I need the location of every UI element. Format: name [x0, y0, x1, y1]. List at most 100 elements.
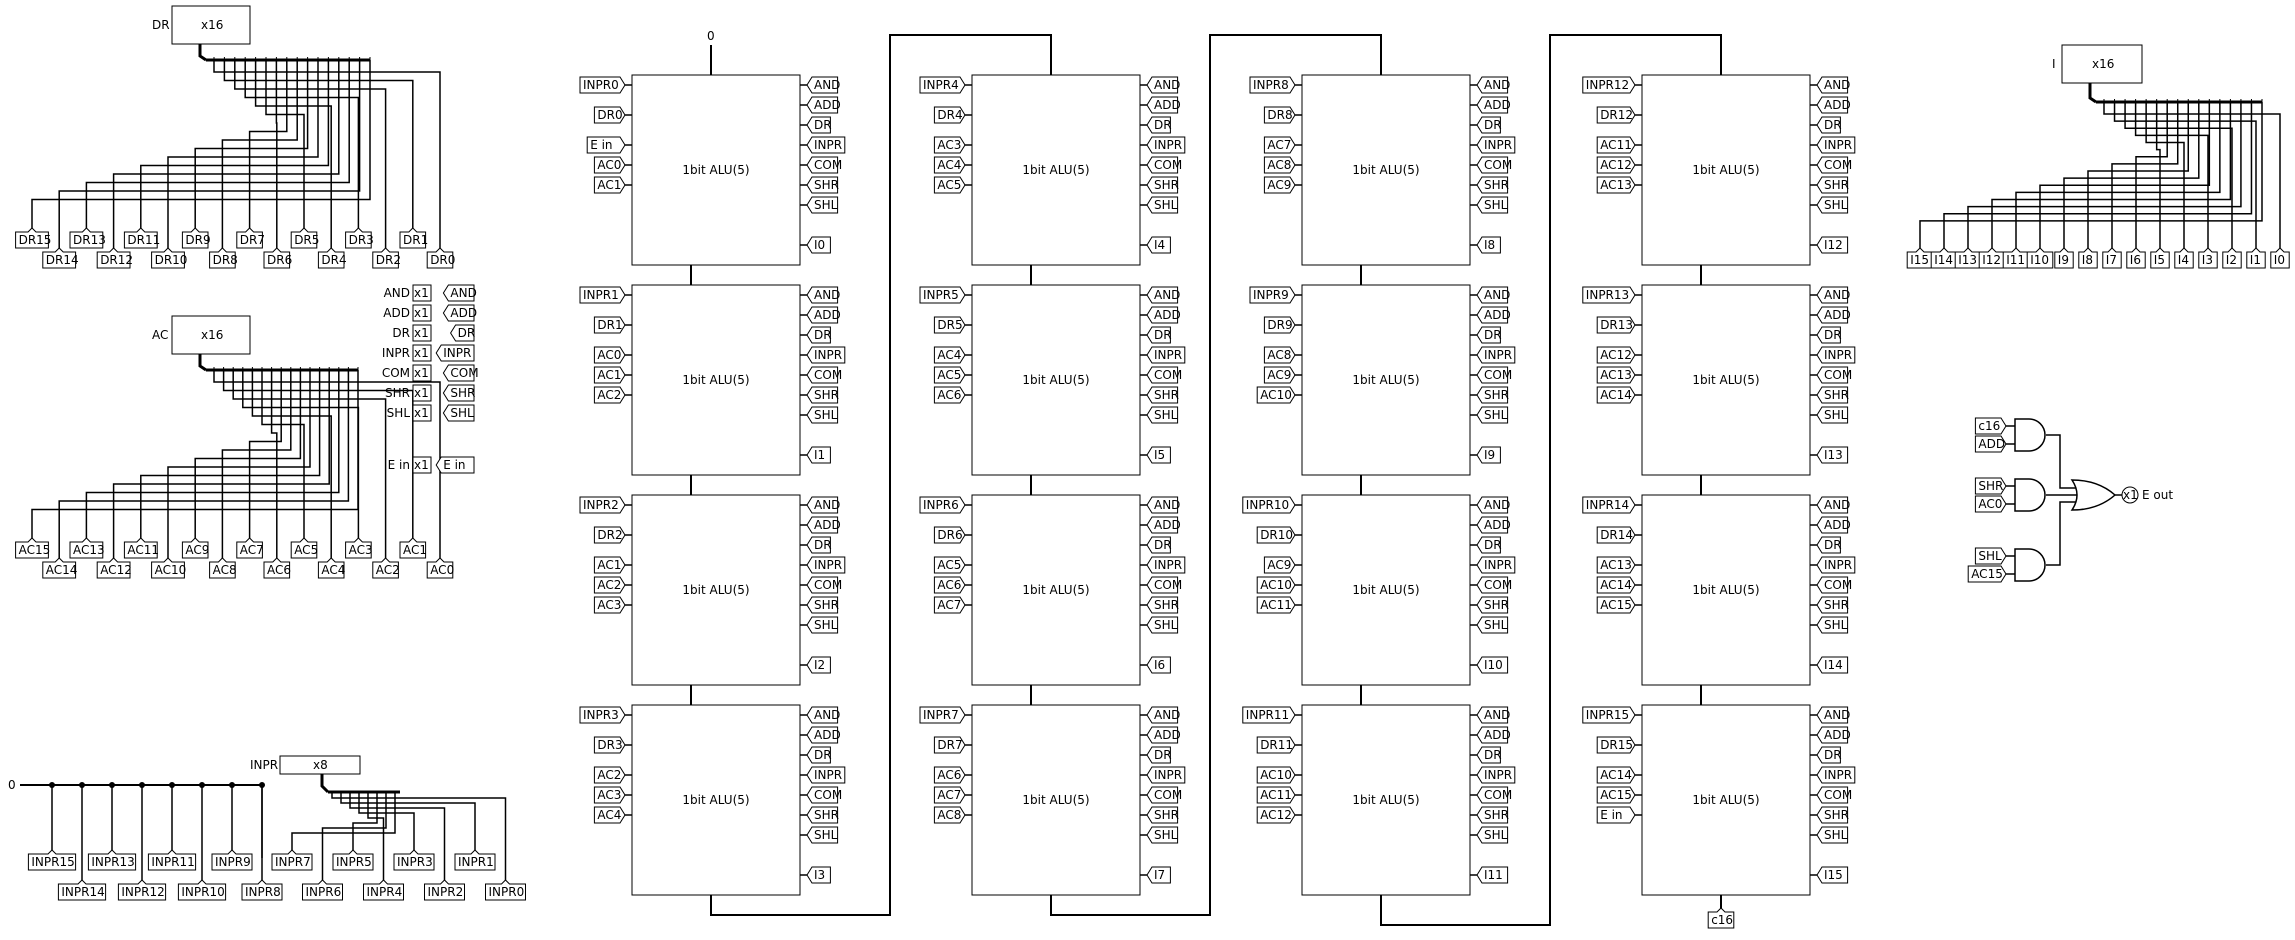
- tunnel-shape: [593, 576, 626, 594]
- tunnel-shape: [1476, 726, 1509, 744]
- wire: [2155, 102, 2161, 248]
- alu-block-label: 1bit ALU(5): [1352, 793, 1419, 807]
- tunnel-shape: [1596, 526, 1636, 544]
- output-tag: DR10: [151, 247, 187, 269]
- output-port-label: SHR: [814, 178, 839, 192]
- tunnel-shape: [919, 76, 966, 94]
- alu-block-label: 1bit ALU(5): [1692, 583, 1759, 597]
- tunnel-shape: [2054, 247, 2074, 269]
- pin-box: [412, 404, 432, 422]
- alu-block: [1641, 494, 1811, 686]
- input-tunnel-label: DR11: [1260, 738, 1293, 752]
- output-port-label: AND: [814, 288, 840, 302]
- tunnel-shape: [151, 557, 185, 579]
- output-port-label: AND: [814, 498, 840, 512]
- gate-input-label: AC0: [1978, 497, 2002, 511]
- output-port-label: INPR: [1484, 768, 1512, 782]
- input-tunnel-label: INPR15: [1586, 708, 1629, 722]
- input-tunnel-label: AC9: [1267, 558, 1291, 572]
- input-tunnel-label: INPR14: [1586, 498, 1629, 512]
- wire: [270, 370, 278, 558]
- output-tag: DR14: [42, 247, 79, 269]
- tunnel-shape: [1256, 766, 1296, 784]
- alu-bit-9: 1bit ALU(5)INPR9DR9AC8AC9AC10ANDADDDRINP…: [1249, 284, 1516, 476]
- tunnel-shape: [177, 879, 227, 901]
- output-port-label: INPR: [1154, 348, 1182, 362]
- tunnel-shape: [1582, 76, 1636, 94]
- tunnel-shape: [1974, 477, 2007, 495]
- input-tunnel-label: INPR12: [1586, 78, 1629, 92]
- output-port-label: DR: [814, 538, 832, 552]
- input-tunnel-label: DR14: [1600, 528, 1633, 542]
- tunnel-shape: [1146, 156, 1179, 174]
- tunnel-shape: [15, 537, 49, 559]
- tunnel-label: I13: [1958, 253, 1977, 267]
- pin-name: DR: [392, 326, 410, 340]
- tunnel-shape: [1146, 446, 1171, 464]
- output-port-label: INPR: [1824, 768, 1852, 782]
- tunnel-shape: [1816, 616, 1849, 634]
- control-tunnel: COM: [442, 364, 479, 382]
- alu-bit-7: 1bit ALU(5)INPR7DR7AC6AC7AC8ANDADDDRINPR…: [919, 704, 1186, 896]
- output-port-label: DR: [1154, 748, 1172, 762]
- input-tunnel-label: AC13: [1600, 368, 1632, 382]
- tunnel-shape: [1816, 556, 1856, 574]
- output-pin-label: E out: [2142, 488, 2173, 502]
- tunnel-shape: [933, 786, 966, 804]
- wire: [352, 792, 378, 850]
- tunnel-shape: [806, 726, 839, 744]
- input-tunnel-label: INPR3: [583, 708, 619, 722]
- tunnel-shape: [1816, 536, 1841, 554]
- result-tunnel-label: I13: [1824, 448, 1843, 462]
- tunnel-shape: [1146, 556, 1186, 574]
- input-tunnel-label: AC0: [597, 348, 621, 362]
- tunnel-shape: [2126, 247, 2146, 269]
- tunnel-shape: [933, 806, 966, 824]
- tunnel-shape: [236, 537, 263, 559]
- tunnel-label: DR11: [127, 233, 160, 247]
- alu-block: [971, 284, 1141, 476]
- output-port-label: AND: [1824, 288, 1850, 302]
- tunnel-shape: [345, 537, 372, 559]
- wire: [1967, 102, 2242, 248]
- tunnel-shape: [2198, 247, 2218, 269]
- tunnel-label: AC12: [100, 563, 132, 577]
- tunnel-shape: [806, 136, 846, 154]
- alu-block-label: 1bit ALU(5): [1352, 163, 1419, 177]
- tunnel-shape: [593, 786, 626, 804]
- tunnel-label: ADD: [450, 306, 477, 320]
- wire: [340, 792, 476, 850]
- tunnel-shape: [2246, 247, 2266, 269]
- tunnel-shape: [1476, 406, 1509, 424]
- result-tunnel-label: I0: [814, 238, 825, 252]
- tunnel-shape: [345, 227, 372, 249]
- alu-block: [631, 494, 801, 686]
- alu-block: [631, 74, 801, 266]
- input-tunnel-label: AC15: [1600, 788, 1632, 802]
- tunnel-label: AC8: [213, 563, 237, 577]
- pin-name: ADD: [383, 306, 410, 320]
- tunnel-shape: [393, 849, 435, 871]
- input-tunnel-label: AC7: [937, 598, 961, 612]
- output-port-label: ADD: [1154, 518, 1181, 532]
- tunnel-shape: [1242, 496, 1296, 514]
- tunnel-shape: [1476, 596, 1509, 614]
- wire: [1991, 102, 2232, 248]
- tunnel-label: SHL: [450, 406, 474, 420]
- tunnel-label: DR15: [19, 233, 52, 247]
- output-tag: AC12: [96, 557, 132, 579]
- tunnel-label: INPR7: [275, 855, 311, 869]
- tunnel-shape: [1256, 596, 1296, 614]
- input-tunnel-label: AC2: [597, 768, 621, 782]
- tunnel-shape: [579, 286, 626, 304]
- tunnel-label: AC7: [240, 543, 264, 557]
- tunnel-shape: [593, 316, 626, 334]
- wire: [140, 60, 330, 228]
- wire: [261, 370, 305, 538]
- tunnel-shape: [806, 386, 839, 404]
- tunnel-label: I9: [2058, 253, 2069, 267]
- output-port-label: INPR: [1824, 348, 1852, 362]
- tunnel-shape: [806, 176, 839, 194]
- tunnel-shape: [1256, 736, 1296, 754]
- tunnel-shape: [27, 849, 77, 871]
